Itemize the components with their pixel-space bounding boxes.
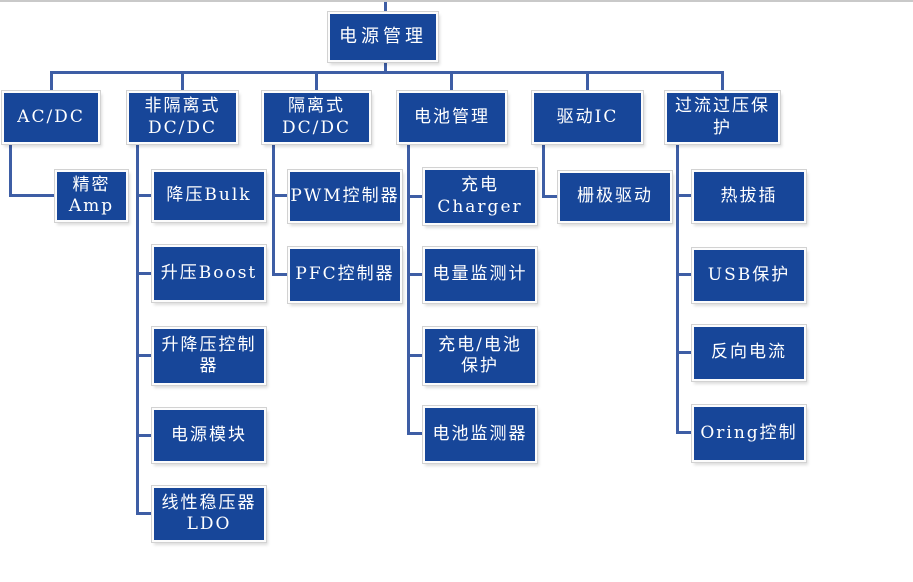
connector-stub xyxy=(272,273,288,276)
buck-node: 降压Bulk xyxy=(152,170,266,222)
connector-drop-battery xyxy=(450,71,453,92)
connector-drop-driver-ic xyxy=(586,71,589,92)
connector-stub xyxy=(272,194,288,197)
charger-node: 充电 Charger xyxy=(423,168,537,225)
connector-stub xyxy=(136,354,152,357)
charge-battery-protection-node: 充电/电池 保护 xyxy=(423,327,537,385)
connector-stub xyxy=(136,194,152,197)
driver-ic-node: 驱动IC xyxy=(532,91,643,144)
connector-stub xyxy=(676,273,692,276)
isolated-dcdc-node: 隔离式 DC/DC xyxy=(262,91,371,144)
hot-swap-node: 热拔插 xyxy=(692,170,806,223)
precision-amp-node: 精密Amp xyxy=(55,170,128,222)
connector-stub xyxy=(407,195,423,198)
connector-stub xyxy=(542,195,558,198)
battery-monitor-node: 电池监测器 xyxy=(423,406,537,463)
pfc-controller-node: PFC控制器 xyxy=(288,247,402,303)
connector-stub xyxy=(9,194,55,197)
connector-stub xyxy=(676,351,692,354)
connector-stub xyxy=(136,434,152,437)
connector-stub xyxy=(676,194,692,197)
reverse-current-node: 反向电流 xyxy=(692,325,806,381)
connector-hang-isolated xyxy=(272,144,275,276)
connector-hang-acdc xyxy=(9,144,12,197)
connector-drop-isolated xyxy=(315,71,318,92)
power-management-node: 电源管理 xyxy=(328,12,438,62)
top-border-line xyxy=(0,0,913,2)
connector-stub xyxy=(407,273,423,276)
connector-root-drop xyxy=(384,62,387,72)
connector-stub xyxy=(136,272,152,275)
connector-hang-ocp-ovp xyxy=(676,144,679,434)
connector-stub xyxy=(407,432,423,435)
buck-boost-controller-node: 升降压控制 器 xyxy=(152,327,266,385)
non-isolated-dcdc-node: 非隔离式 DC/DC xyxy=(127,91,238,144)
connector-stub xyxy=(407,354,423,357)
connector-hang-non-isolated xyxy=(136,144,139,515)
oring-control-node: Oring控制 xyxy=(692,405,806,462)
connector-hang-driver-ic xyxy=(542,144,545,197)
ldo-node: 线性稳压器 LDO xyxy=(152,486,266,542)
connector-stub xyxy=(136,512,152,515)
power-module-node: 电源模块 xyxy=(152,408,266,463)
battery-management-node: 电池管理 xyxy=(397,91,507,144)
ocp-ovp-node: 过流过压保 护 xyxy=(665,91,780,144)
connector-bus xyxy=(50,71,724,74)
connector-drop-acdc xyxy=(50,71,53,92)
acdc-node: AC/DC xyxy=(2,91,100,144)
pwm-controller-node: PWM控制器 xyxy=(288,170,402,223)
connector-hang-battery xyxy=(407,144,410,435)
connector-stub xyxy=(676,431,692,434)
connector-root-up xyxy=(384,2,387,12)
boost-node: 升压Boost xyxy=(152,245,266,302)
fuel-gauge-node: 电量监测计 xyxy=(423,247,537,303)
usb-protection-node: USB保护 xyxy=(692,248,806,303)
gate-driver-node: 栅极驱动 xyxy=(558,171,672,223)
connector-drop-non-isolated xyxy=(181,71,184,92)
connector-drop-ocp-ovp xyxy=(721,71,724,92)
